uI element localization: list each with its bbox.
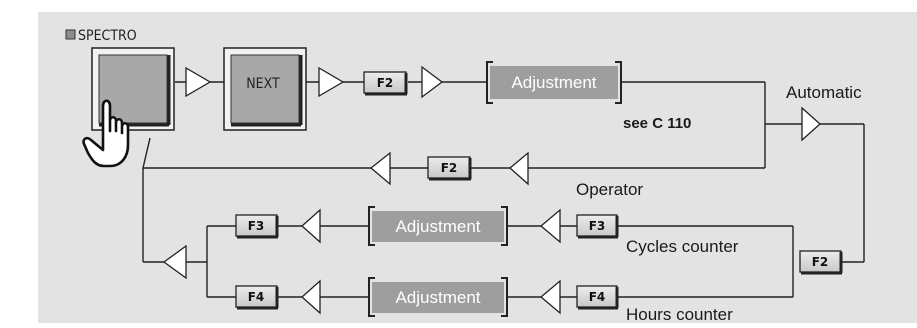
see-reference-text: see C 110 <box>623 115 691 132</box>
spectro-indicator-icon <box>65 29 76 40</box>
adjustment-display-hours: Adjustment <box>368 277 508 317</box>
f4-key-label: F4 <box>589 290 606 304</box>
arrow-left-icon <box>539 208 561 244</box>
flow-arrows <box>162 65 821 315</box>
adjustment-display-top: Adjustment <box>486 61 622 104</box>
automatic-label: Automatic <box>786 83 862 102</box>
f2-key-return[interactable]: F2 <box>427 156 472 181</box>
pressing-hand-icon <box>82 99 130 168</box>
arrow-left-icon <box>369 151 391 186</box>
f3-key-left[interactable]: F3 <box>235 214 279 239</box>
f4-key-label: F4 <box>248 290 265 304</box>
arrow-left-icon <box>301 279 321 315</box>
f4-key-left[interactable]: F4 <box>235 285 279 310</box>
cycles-counter-label: Cycles counter <box>626 237 739 256</box>
f2-key-right[interactable]: F2 <box>799 250 843 275</box>
next-button[interactable]: NEXT <box>223 47 307 131</box>
f3-key-label: F3 <box>589 219 606 233</box>
f2-key-label: F2 <box>441 161 458 175</box>
hours-counter-label: Hours counter <box>626 305 733 323</box>
f2-key-label: F2 <box>812 255 829 269</box>
adjustment-label: Adjustment <box>395 217 480 236</box>
f3-key-right[interactable]: F3 <box>576 214 619 239</box>
adjustment-label: Adjustment <box>395 288 480 307</box>
f3-key-label: F3 <box>248 219 265 233</box>
next-button-label: NEXT <box>246 76 280 92</box>
arrow-right-icon <box>421 65 444 99</box>
f2-key-top[interactable]: F2 <box>363 71 408 96</box>
f4-key-right[interactable]: F4 <box>576 285 619 310</box>
adjustment-display-cycles: Adjustment <box>368 206 508 246</box>
arrow-left-icon <box>539 279 561 315</box>
arrow-left-icon <box>301 208 321 244</box>
arrow-right-icon <box>318 66 345 98</box>
arrow-right-icon <box>801 106 821 142</box>
spectro-label: SPECTRO <box>78 28 137 44</box>
arrow-left-icon <box>162 244 187 280</box>
adjustment-label: Adjustment <box>511 73 596 92</box>
f2-key-label: F2 <box>377 76 394 90</box>
operator-label: Operator <box>576 180 643 199</box>
arrow-left-icon <box>509 151 529 186</box>
arrow-right-icon <box>185 66 212 98</box>
